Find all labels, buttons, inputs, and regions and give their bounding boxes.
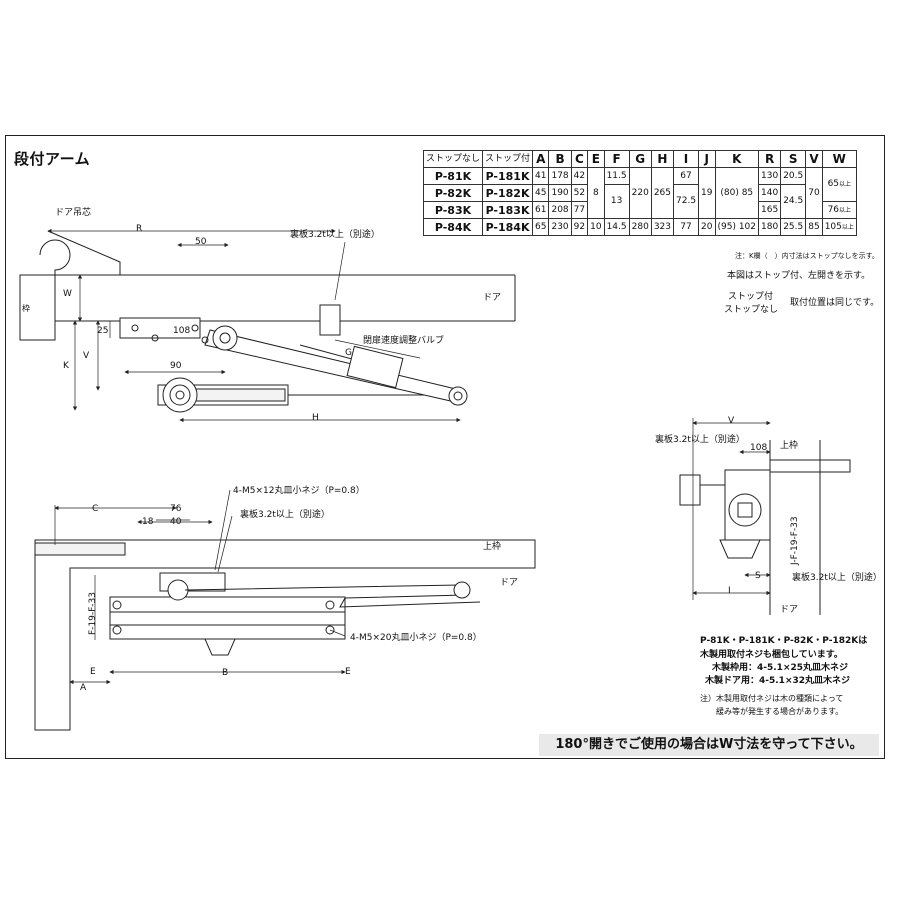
dim-v: V <box>83 351 90 361</box>
dim-r: R <box>136 224 142 234</box>
cell-v: 85 <box>805 218 823 236</box>
dim-40: 40 <box>170 517 182 527</box>
dim-25: 25 <box>97 326 108 336</box>
dim-h: H <box>312 413 319 423</box>
col-w: W <box>821 150 857 168</box>
wood-note-4: 木製ドア用：4-5.1×32丸皿木ネジ <box>705 676 851 686</box>
dim-50: 50 <box>195 237 207 247</box>
dim-v-detail: V <box>728 416 735 426</box>
caution-1: 注）木製用取付ネジは木の種類によって <box>700 694 844 703</box>
door-label-2: ドア <box>500 578 518 588</box>
spec-header-row: ストップなし ストップ付 A B C E F G H I J K R S V W <box>422 150 857 168</box>
footer-note: 180°開きでご使用の場合はW寸法を守って下さい。 <box>539 734 879 756</box>
cell-g: 280 <box>628 218 652 236</box>
front-dimension-labels: C 76 18 40 4-M5×12丸皿小ネジ（P=0.8） 裏板3.2t以上（… <box>80 484 518 693</box>
dim-18: 18 <box>142 517 154 527</box>
stop-with-label: ストップ付 <box>728 292 774 302</box>
dim-w: W <box>63 289 72 299</box>
caution-2: 緩み等が発生する場合があります。 <box>716 707 844 716</box>
cell-a: 65 <box>532 218 550 236</box>
dim-a: A <box>80 683 87 693</box>
cell-h: 323 <box>650 218 675 236</box>
detail-dimension-lines <box>692 418 771 600</box>
wood-note-1: P-81K・P-181K・P-82K・P-182Kは <box>700 636 868 646</box>
dim-f-stack: F-19-F-33 <box>88 592 98 635</box>
wood-note-2: 木製用取付ネジも梱包しています。 <box>700 650 843 660</box>
dim-s: S <box>755 571 761 581</box>
same-position-note: 取付位置は同じです。 <box>790 298 880 308</box>
screw-m5x12-label: 4-M5×12丸皿小ネジ（P=0.8） <box>233 484 365 496</box>
cell-c: 52 <box>570 184 589 202</box>
k-note: 注：K欄（ ）内寸法はストップなしを示す。 <box>735 252 879 260</box>
upper-frame-label-2: 上枠 <box>780 439 798 451</box>
door-label-3: ドア <box>780 605 798 615</box>
table-row: P-82K P-182K 45 190 52 13 72.5 140 24.5 <box>422 184 857 219</box>
cell-j: 20 <box>698 218 716 236</box>
cell-a: 45 <box>532 184 550 202</box>
model-with-stop: P-184K <box>482 218 534 236</box>
spec-table: ストップなし ストップ付 A B C E F G H I J K R S V W… <box>422 150 857 236</box>
cell-s: 25.5 <box>780 218 807 236</box>
cell-i: 72.5 <box>672 184 700 219</box>
dim-c: C <box>92 504 98 514</box>
screw-m5x20-label: 4-M5×20丸皿小ネジ（P=0.8） <box>350 631 482 643</box>
detail-dimension-labels: V 裏板3.2t以上（別途） 108 上枠 S 裏板3.2t以上（別途） I ド… <box>655 416 882 615</box>
figure-note: 本図はストップ付、左開きを示す。 <box>727 271 871 281</box>
cell-b: 230 <box>548 218 572 236</box>
front-dimension-lines <box>54 489 346 685</box>
table-row: P-84K P-184K 65 230 92 10 14.5 280 323 7… <box>422 218 857 236</box>
dim-e-left: E <box>90 667 96 677</box>
dim-108: 108 <box>173 326 190 336</box>
page-title: 段付アーム <box>14 150 91 168</box>
drawing-frame <box>5 135 885 759</box>
valve-label: 閉扉速度調整バルブ <box>363 334 444 346</box>
dim-76: 76 <box>170 504 182 514</box>
upper-frame-label: 上枠 <box>483 540 501 552</box>
cell-w: 76以上 <box>821 201 857 219</box>
backing-plate-label: 裏板3.2t以上（別途） <box>290 228 380 240</box>
top-dimension-labels: ドア吊芯 枠 ドア 裏板3.2t以上（別途） 閉扉速度調整バルブ R 50 W … <box>22 206 501 423</box>
cell-w: 65以上 <box>821 167 857 202</box>
detail-view <box>679 440 851 615</box>
backing-plate-label-2: 裏板3.2t以上（別途） <box>240 508 330 520</box>
table-row: P-83K P-183K 61 208 77 165 76以上 <box>422 201 857 219</box>
dim-90: 90 <box>170 361 182 371</box>
dim-j-stack: J-F-19-F-33 <box>790 516 800 566</box>
front-view <box>34 539 536 731</box>
backing-plate-label-3: 裏板3.2t以上（別途） <box>655 433 745 445</box>
wood-note-3: 木製枠用：4-5.1×25丸皿木ネジ <box>712 663 849 673</box>
dim-k: K <box>63 361 70 371</box>
dim-i: I <box>728 586 731 596</box>
door-label: ドア <box>483 293 501 303</box>
dim-g: G <box>345 348 352 358</box>
door-hinge-label: ドア吊芯 <box>55 206 91 218</box>
cell-w: 105以上 <box>821 218 857 236</box>
top-view <box>19 230 516 413</box>
frame-label: 枠 <box>22 303 30 313</box>
table-row: P-81K P-181K 41 178 42 8 11.5 220 265 67… <box>422 167 857 219</box>
backing-plate-label-4: 裏板3.2t以上（別途） <box>792 571 882 583</box>
stop-without-label: ストップなし <box>724 305 779 315</box>
cell-e: 10 <box>587 218 605 236</box>
cell-r: 180 <box>758 218 782 236</box>
top-dimension-lines <box>47 228 461 423</box>
dim-b: B <box>222 668 228 678</box>
cell-k: (95) 102 <box>714 218 760 236</box>
dim-108-detail: 108 <box>750 443 767 453</box>
dim-e-right: E <box>345 667 351 677</box>
